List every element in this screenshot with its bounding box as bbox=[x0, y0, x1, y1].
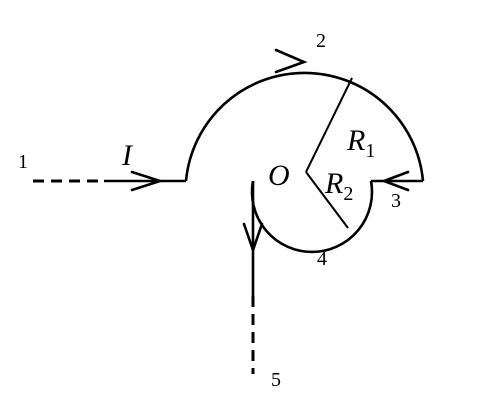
radius-label-r2: R2 bbox=[324, 167, 353, 205]
incoming-current-arrow bbox=[130, 170, 165, 192]
current-label: I bbox=[121, 139, 134, 172]
point-label-1: 1 bbox=[18, 151, 28, 173]
center-label: O bbox=[268, 159, 290, 192]
radius-label-r1: R1 bbox=[346, 124, 375, 162]
large-arc-r1 bbox=[184, 71, 425, 182]
radius-r1-subscript: 1 bbox=[365, 140, 375, 162]
radius-line-r2 bbox=[305, 171, 349, 229]
radius-r2-subscript: 2 bbox=[343, 183, 353, 205]
outgoing-current-arrow bbox=[242, 222, 264, 254]
point-label-2: 2 bbox=[316, 30, 326, 52]
radius-line-r1 bbox=[305, 77, 353, 173]
large-arc-arrow bbox=[274, 48, 308, 74]
radial-segment-arrow bbox=[380, 170, 410, 192]
point-label-5: 5 bbox=[271, 369, 281, 391]
point-label-3: 3 bbox=[391, 190, 401, 212]
radius-r1-symbol: R bbox=[346, 124, 365, 157]
radius-r2-symbol: R bbox=[324, 167, 343, 200]
small-arc-r2 bbox=[250, 180, 374, 254]
point-label-4: 4 bbox=[317, 248, 327, 270]
